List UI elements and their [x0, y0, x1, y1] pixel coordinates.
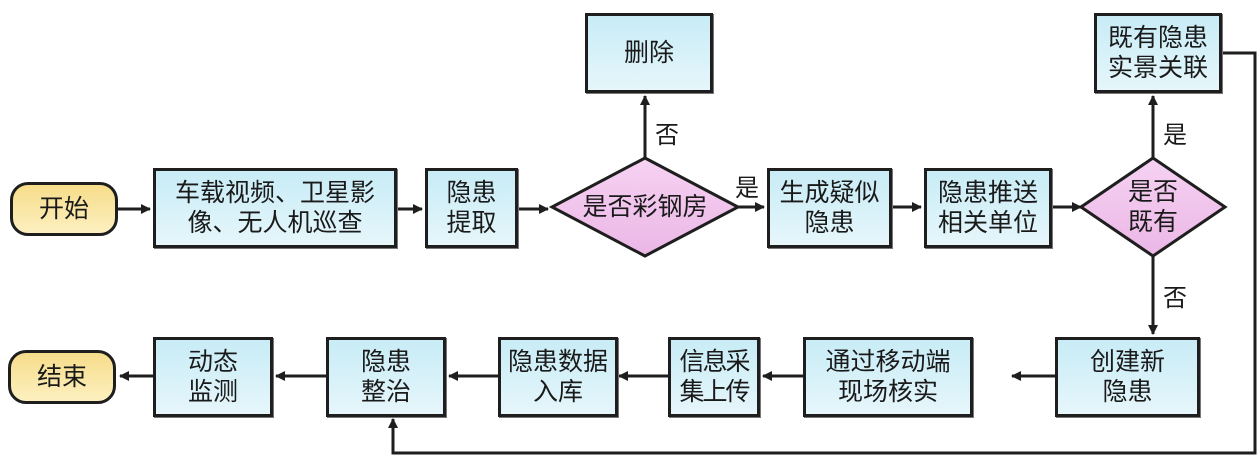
store-label: 隐患数据入库 [507, 347, 608, 406]
delete-process: 删除 [585, 13, 713, 93]
delete-label: 删除 [623, 38, 674, 67]
mobile-verify-label: 通过移动端现场核实 [825, 347, 951, 406]
start-label: 开始 [38, 194, 89, 223]
edge-label-steel-yes: 是 [735, 174, 759, 202]
upload-label: 信息采集上传 [679, 347, 750, 406]
store-process: 隐患数据入库 [498, 337, 618, 417]
remediate-process: 隐患整治 [326, 337, 446, 417]
mobile-verify-process: 通过移动端现场核实 [803, 337, 973, 417]
decision-steel-label: 是否彩钢房 [582, 192, 708, 221]
acquire-process: 车载视频、卫星影像、无人机巡查 [153, 168, 397, 248]
monitor-process: 动态监测 [153, 337, 273, 417]
extract-process: 隐患提取 [425, 168, 518, 248]
link-existing-label: 既有隐患实景关联 [1107, 23, 1208, 82]
monitor-label: 动态监测 [187, 347, 238, 406]
create-new-label: 创建新隐患 [1089, 347, 1165, 406]
remediate-label: 隐患整治 [360, 347, 411, 406]
edge-link-remediate [388, 51, 1257, 455]
suspect-process: 生成疑似隐患 [767, 168, 892, 248]
acquire-label: 车载视频、卫星影像、无人机巡查 [174, 178, 375, 237]
push-process: 隐患推送相关单位 [924, 168, 1052, 248]
edge-label-existing-yes: 是 [1163, 121, 1187, 149]
suspect-label: 生成疑似隐患 [779, 178, 880, 237]
edge-label-existing-no: 否 [1163, 284, 1187, 312]
end-terminal: 结束 [8, 350, 116, 404]
start-terminal: 开始 [10, 182, 118, 236]
end-label: 结束 [36, 362, 87, 391]
link-existing-process: 既有隐患实景关联 [1094, 13, 1222, 93]
create-new-process: 创建新隐患 [1055, 337, 1200, 417]
decision-existing-shape [1078, 156, 1228, 258]
decision-existing-label: 是否既有 [1127, 177, 1178, 236]
decision-steel-shape [548, 156, 742, 258]
edge-label-steel-no: 否 [655, 121, 679, 149]
extract-label: 隐患提取 [446, 178, 497, 237]
push-label: 隐患推送相关单位 [937, 178, 1038, 237]
upload-process: 信息采集上传 [668, 337, 760, 417]
